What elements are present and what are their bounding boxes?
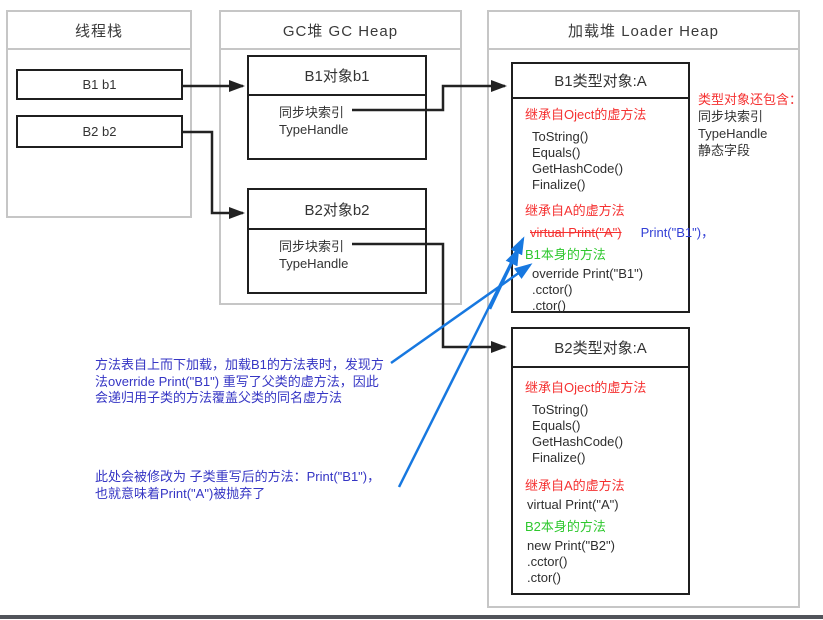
type-object-b2-body: 继承自Oject的虚方法 ToString() Equals() GetHash… — [513, 368, 688, 586]
gc-object-b1: B1对象b1 同步块索引 TypeHandle — [247, 55, 427, 160]
annotation-line: 也就意味着Print("A")被抛弃了 — [95, 485, 266, 501]
overridden-slot-row: virtual Print("A") Print("B1")， — [527, 225, 714, 241]
section-label-own-methods: B2本身的方法 — [525, 519, 606, 534]
stack-slot-b1: B1 b1 — [16, 69, 183, 100]
method-row: new Print("B2") — [527, 538, 615, 553]
field-syncblock: 同步块索引 — [279, 105, 345, 120]
method-row: .cctor() — [532, 282, 573, 297]
annotation-method-table-loading: 方法表自上而下加载，加载B1的方法表时，发现方 法override Print(… — [95, 357, 384, 407]
side-note-line: 同步块索引 — [698, 109, 764, 124]
side-note-line: TypeHandle — [698, 126, 768, 141]
gc-heap-title: GC堆 GC Heap — [221, 12, 460, 50]
method-row: .cctor() — [527, 554, 568, 569]
field-syncblock: 同步块索引 — [279, 239, 345, 254]
struck-method: virtual Print("A") — [530, 225, 622, 240]
method-row: Finalize() — [532, 450, 586, 465]
field-typehandle: TypeHandle — [279, 122, 349, 137]
loader-heap-title: 加载堆 Loader Heap — [489, 12, 798, 50]
type-object-b1: B1类型对象:A 继承自Oject的虚方法 ToString() Equals(… — [511, 62, 714, 314]
section-label-own-methods: B1本身的方法 — [525, 247, 606, 262]
method-row: .ctor() — [532, 298, 566, 313]
replacement-method: Print("B1")， — [640, 225, 715, 240]
loader-heap-panel: 加载堆 Loader Heap B1类型对象:A 继承自Oject的虚方法 To… — [487, 10, 800, 608]
stack-slot-b1-label: B1 b1 — [82, 77, 117, 92]
thread-stack-title: 线程栈 — [8, 12, 190, 50]
gc-object-b1-title: B1对象b1 — [249, 57, 425, 96]
stack-slot-b2-label: B2 b2 — [82, 124, 117, 139]
method-row: Equals() — [532, 145, 581, 160]
method-row: GetHashCode() — [532, 434, 624, 449]
annotation-line: 方法表自上而下加载，加载B1的方法表时，发现方 — [95, 357, 384, 372]
section-label-a-virtuals: 继承自A的虚方法 — [525, 203, 625, 218]
thread-stack-panel: 线程栈 B1 b1 B2 b2 — [6, 10, 192, 218]
annotation-line: 此处会被修改为 子类重写后的方法：Print("B1")， — [95, 469, 381, 484]
gc-heap-panel: GC堆 GC Heap B1对象b1 同步块索引 TypeHandle B2对象… — [219, 10, 462, 305]
method-row: Equals() — [532, 418, 581, 433]
method-row: override Print("B1") — [532, 266, 644, 281]
section-label-object-virtuals: 继承自Oject的虚方法 — [525, 380, 647, 395]
method-row: GetHashCode() — [532, 161, 624, 176]
section-label-object-virtuals: 继承自Oject的虚方法 — [525, 107, 647, 122]
annotation-line: 会递归用子类的方法覆盖父类的同名虚方法 — [95, 390, 343, 405]
side-note-heading: 类型对象还包含： — [698, 92, 803, 107]
gc-object-b2-fields: 同步块索引 TypeHandle — [249, 230, 425, 272]
type-object-b1-title: B1类型对象:A — [513, 64, 688, 99]
gc-object-b1-fields: 同步块索引 TypeHandle — [249, 96, 425, 138]
method-row: .ctor() — [527, 570, 561, 585]
section-label-a-virtuals: 继承自A的虚方法 — [525, 478, 625, 493]
method-row: ToString() — [532, 402, 589, 417]
stack-slot-b2: B2 b2 — [16, 115, 183, 148]
type-object-b2-title: B2类型对象:A — [513, 329, 688, 368]
field-typehandle: TypeHandle — [279, 256, 349, 271]
annotation-slot-replaced: 此处会被修改为 子类重写后的方法：Print("B1")， 也就意味着Print… — [95, 469, 380, 502]
annotation-line: 法override Print("B1") 重写了父类的虚方法，因此 — [95, 373, 379, 389]
method-row: virtual Print("A") — [527, 497, 619, 512]
gc-object-b2: B2对象b2 同步块索引 TypeHandle — [247, 188, 427, 294]
type-object-b1-body: 继承自Oject的虚方法 ToString() Equals() GetHash… — [513, 99, 714, 314]
method-row: Finalize() — [532, 177, 586, 192]
method-row: ToString() — [532, 129, 589, 144]
gc-object-b2-title: B2对象b2 — [249, 190, 425, 230]
side-note-line: 静态字段 — [698, 143, 751, 158]
type-object-side-note: 类型对象还包含： 同步块索引 TypeHandle 静态字段 — [698, 91, 810, 159]
type-object-b2: B2类型对象:A 继承自Oject的虚方法 ToString() Equals(… — [511, 327, 690, 595]
window-bottom-edge — [0, 615, 823, 619]
